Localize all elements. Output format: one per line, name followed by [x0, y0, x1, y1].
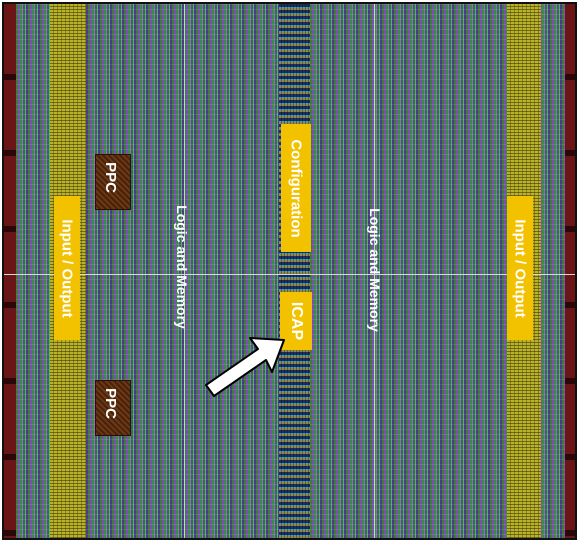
configuration-label: Configuration [281, 124, 311, 252]
grid-line [4, 274, 575, 275]
io-label-right: Input / Output [507, 196, 533, 340]
config-column [279, 4, 310, 538]
logic-memory-label-left: Logic and Memory [174, 205, 190, 329]
right-io-pads [563, 4, 575, 538]
ppc-block-bottom [95, 380, 131, 436]
icap-label: ICAP [280, 292, 312, 350]
left-io-pads [4, 4, 16, 538]
ppc-label-bottom: PPC [101, 387, 119, 419]
io-label-left: Input / Output [54, 196, 80, 340]
grid-line [374, 4, 375, 538]
logic-memory-label-right: Logic and Memory [367, 208, 383, 332]
grid-line [184, 4, 185, 538]
ppc-block-top [95, 154, 131, 210]
arrow-icon [205, 337, 285, 397]
ppc-label-top: PPC [101, 161, 119, 193]
